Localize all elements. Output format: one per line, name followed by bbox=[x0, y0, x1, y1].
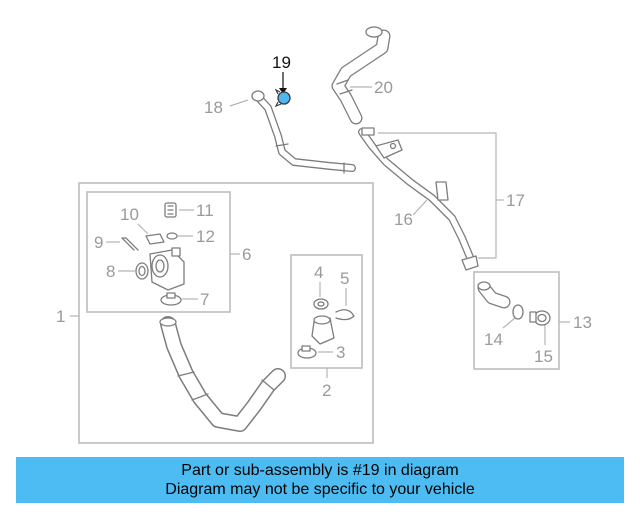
callout-16: 16 bbox=[394, 210, 413, 229]
part-14-clamp bbox=[512, 304, 524, 320]
callout-11: 11 bbox=[196, 201, 214, 220]
callout-18: 18 bbox=[204, 98, 223, 117]
part-3-clamp bbox=[297, 345, 317, 359]
hose-20 bbox=[331, 26, 391, 125]
leader-16 bbox=[412, 199, 428, 216]
part-12-oring bbox=[166, 232, 178, 240]
callout-7: 7 bbox=[200, 290, 209, 309]
part-6-housing bbox=[149, 247, 185, 291]
callout-12: 12 bbox=[196, 227, 215, 246]
callout-3: 3 bbox=[336, 343, 345, 362]
subassembly-box-13 bbox=[473, 271, 560, 370]
assembly-box-1 bbox=[78, 182, 374, 444]
part-19-clamp bbox=[274, 88, 291, 108]
callout-9: 9 bbox=[94, 233, 103, 252]
part-5-clip bbox=[335, 309, 355, 321]
callout-1: 1 bbox=[56, 307, 65, 326]
callout-6: 6 bbox=[242, 245, 251, 264]
leader-18 bbox=[229, 99, 249, 107]
callout-2: 2 bbox=[322, 381, 331, 400]
callout-8: 8 bbox=[106, 262, 115, 281]
banner-line-2: Diagram may not be specific to your vehi… bbox=[165, 481, 475, 498]
callout-4: 4 bbox=[314, 263, 323, 282]
part-10-clip bbox=[145, 233, 165, 245]
callout-20: 20 bbox=[374, 78, 393, 97]
callout-15: 15 bbox=[534, 347, 553, 366]
callout-10: 10 bbox=[120, 205, 139, 224]
hose-18 bbox=[251, 90, 356, 174]
arrowhead-19 bbox=[279, 88, 287, 94]
part-4-washer bbox=[313, 298, 329, 310]
part-15-fitting bbox=[529, 310, 551, 326]
part-8-seal bbox=[135, 262, 149, 280]
hose-13 bbox=[477, 281, 511, 309]
part-2-fitting bbox=[311, 315, 335, 345]
callout-14: 14 bbox=[484, 330, 503, 349]
banner-line-1: Part or sub-assembly is #19 in diagram bbox=[181, 462, 459, 479]
part-11-sensor bbox=[164, 202, 177, 218]
part-7-clamp bbox=[160, 292, 182, 306]
part-9-clip bbox=[121, 237, 139, 251]
hose-1 bbox=[159, 316, 286, 432]
callout-19: 19 bbox=[272, 53, 291, 72]
pipe-16 bbox=[358, 127, 479, 271]
info-banner: Part or sub-assembly is #19 in diagram D… bbox=[16, 457, 624, 503]
callout-13: 13 bbox=[573, 313, 592, 332]
subassembly-box-6 bbox=[86, 191, 231, 313]
callout-17: 17 bbox=[506, 191, 525, 210]
leader-17 bbox=[378, 132, 497, 259]
parts-diagram: 1 2 3 4 5 6 7 8 9 10 11 12 13 14 15 16 1… bbox=[56, 26, 592, 444]
leader-14 bbox=[502, 317, 516, 329]
leader-10 bbox=[137, 223, 149, 235]
callout-5: 5 bbox=[340, 269, 349, 288]
